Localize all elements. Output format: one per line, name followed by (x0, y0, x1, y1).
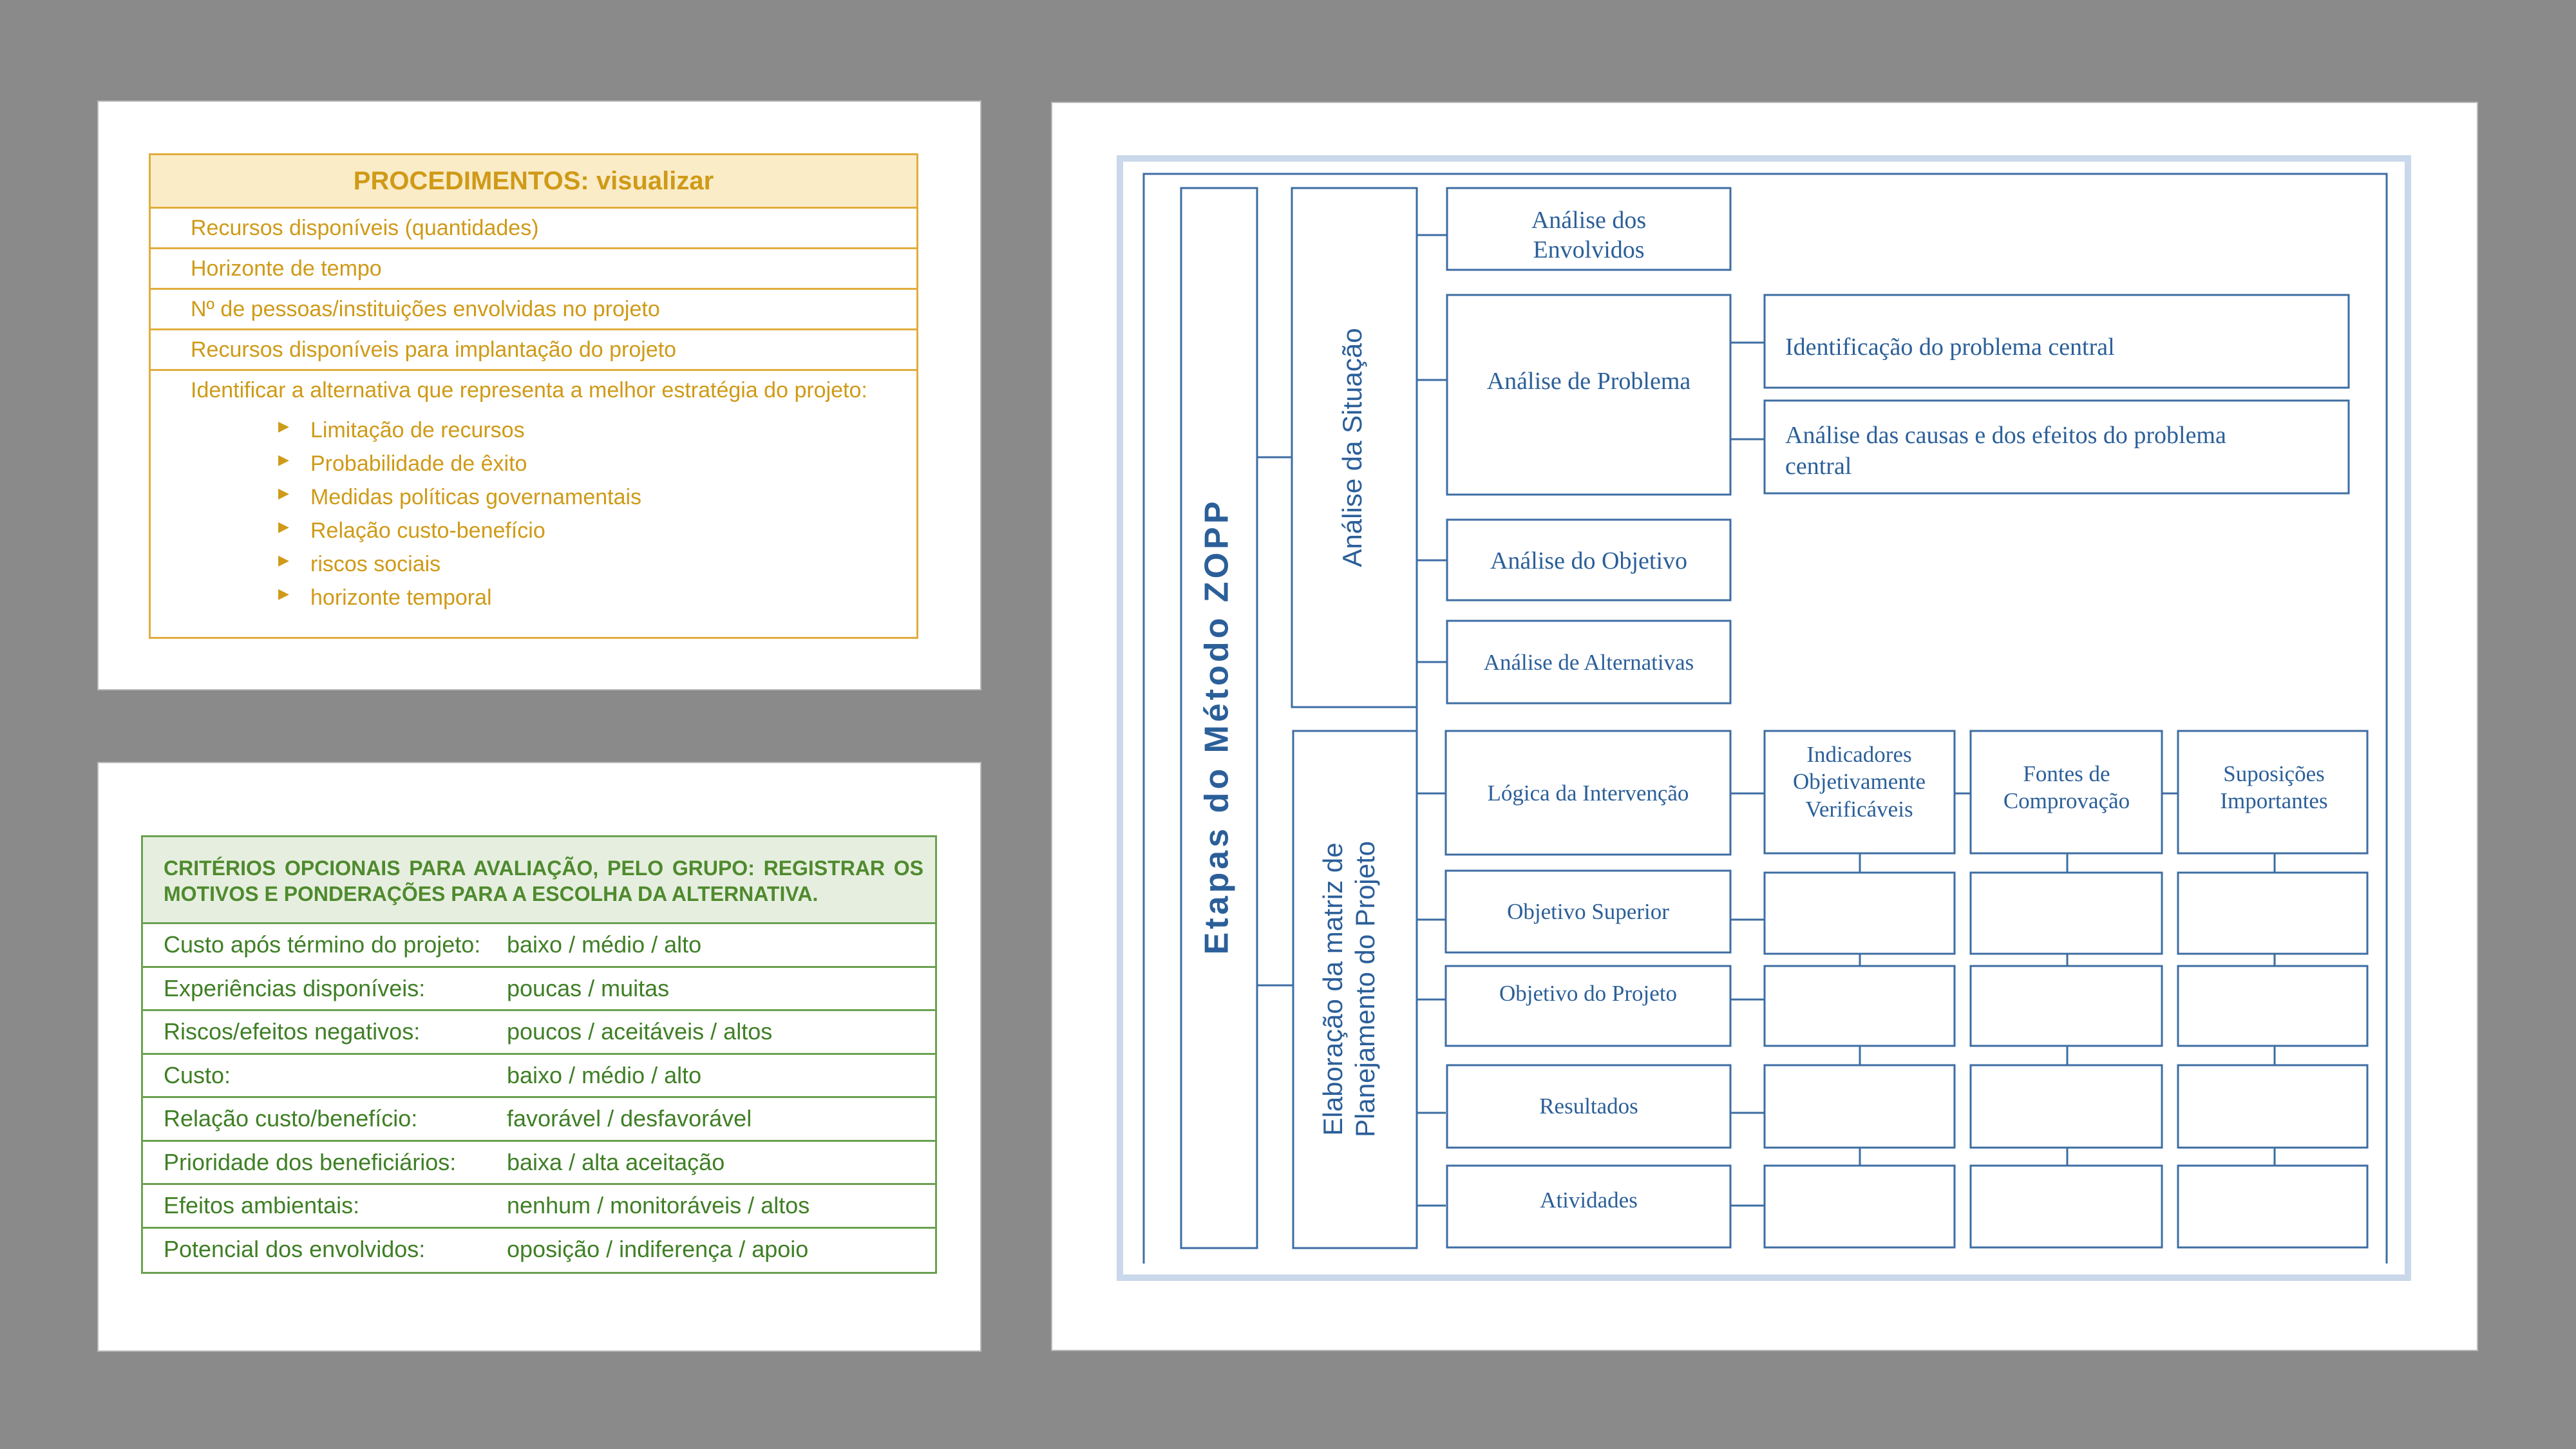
atividades-label: Atividades (1540, 1188, 1638, 1213)
indicadores-line-2: Objetivamente (1793, 769, 1926, 794)
criteria-title: CRITÉRIOS OPCIONAIS PARA AVALIAÇÃO, PELO… (143, 837, 935, 924)
suposicoes-line-2: Importantes (2220, 788, 2327, 813)
logica-intervencao-box (1444, 730, 1732, 856)
causas-efeitos-line-1: Análise das causas e dos efeitos do prob… (1785, 422, 2226, 449)
matrix-title-line-2: Planejamento do Projeto (1350, 841, 1380, 1137)
analise-envolvidos-line-1: Análise dos (1531, 207, 1646, 234)
fontes-line-1: Fontes de (2023, 761, 2110, 786)
matrix-box (1292, 730, 1418, 1249)
procedures-bullet-list: ▶Limitação de recursos ▶Probabilidade de… (191, 413, 916, 614)
zopp-slide: Etapas do Método ZOPP Análise da Situaçã… (1052, 103, 2477, 1350)
analise-alternativas-box (1446, 620, 1732, 705)
list-item: ▶Relação custo-benefício (278, 514, 916, 547)
objetivo-projeto-label: Objetivo do Projeto (1499, 981, 1677, 1006)
causas-efeitos-box (1763, 399, 2350, 495)
list-item: ▶Probabilidade de êxito (278, 447, 916, 480)
triangle-bullet-icon: ▶ (278, 451, 289, 468)
table-row: Efeitos ambientais: nenhum / monitoráveis… (143, 1185, 935, 1229)
table-row: Prioridade dos beneficiários: baixa / alt… (143, 1142, 935, 1185)
zopp-main-box (1180, 187, 1258, 1249)
causas-efeitos-line-2: central (1785, 453, 1852, 480)
criteria-value: favorável / desfavorável (507, 1105, 752, 1132)
list-item: ▶Limitação de recursos (278, 413, 916, 447)
analise-problema-label: Análise de Problema (1487, 368, 1691, 395)
criteria-label: Prioridade dos beneficiários: (164, 1148, 457, 1175)
resultados-label: Resultados (1539, 1094, 1638, 1119)
inner-frame (1142, 173, 2388, 1264)
objetivo-superior-box (1444, 869, 1732, 954)
criteria-value: baixo / médio / alto (507, 931, 702, 958)
triangle-bullet-icon: ▶ (278, 585, 289, 601)
matrix-title-line-1: Elaboração da matriz de (1318, 842, 1348, 1135)
matrix-empty-cells (1763, 871, 2369, 1249)
table-row: Experiências disponíveis: poucas / muitas (143, 968, 935, 1011)
analise-alternativas-label: Análise de Alternativas (1484, 650, 1694, 675)
objetivo-superior-label: Objetivo Superior (1507, 899, 1669, 924)
procedures-row: Recursos disponíveis para implantação do… (151, 330, 916, 371)
table-row: Relação custo/benefício: favorável / desf… (143, 1098, 935, 1142)
criteria-slide: CRITÉRIOS OPCIONAIS PARA AVALIAÇÃO, PELO… (99, 763, 980, 1350)
triangle-bullet-icon: ▶ (278, 418, 289, 434)
triangle-bullet-icon: ▶ (278, 552, 289, 568)
suposicoes-box (2177, 730, 2369, 855)
criteria-value: poucas / muitas (507, 974, 670, 1001)
procedures-row: Nº de pessoas/instituições envolvidas no… (151, 290, 916, 330)
table-row: Potencial dos envolvidos: oposição / indi… (143, 1229, 935, 1273)
logica-intervencao-label: Lógica da Intervenção (1488, 781, 1689, 806)
criteria-label: Potencial dos envolvidos: (164, 1235, 426, 1262)
procedures-slide: PROCEDIMENTOS: visualizar Recursos dispo… (99, 102, 980, 689)
criteria-label: Relação custo/benefício: (164, 1105, 418, 1132)
table-row: Custo após término do projeto: baixo / mé… (143, 924, 935, 968)
criteria-value: oposição / indiferença / apoio (507, 1235, 809, 1262)
analise-problema-box (1446, 294, 1732, 496)
fontes-line-2: Comprovação (2003, 788, 2130, 813)
procedures-alternative-block: Identificar a alternativa que representa… (151, 371, 916, 614)
problema-central-label: Identificação do problema central (1785, 334, 2115, 361)
procedures-title: PROCEDIMENTOS: visualizar (151, 155, 916, 209)
criteria-value: poucos / aceitáveis / altos (507, 1018, 773, 1045)
criteria-value: nenhum / monitoráveis / altos (507, 1192, 810, 1218)
criteria-value: baixa / alta aceitação (507, 1148, 725, 1175)
table-row: Custo: baixo / médio / alto (143, 1055, 935, 1098)
outer-frame (1117, 155, 2411, 1281)
problema-central-box (1763, 294, 2350, 389)
analise-envolvidos-box (1446, 187, 1732, 271)
procedures-alternative-heading: Identificar a alternativa que representa… (191, 378, 867, 402)
indicadores-line-1: Indicadores (1806, 742, 1911, 767)
criteria-label: Experiências disponíveis: (164, 974, 426, 1001)
suposicoes-line-1: Suposições (2223, 761, 2325, 786)
criteria-label: Custo após término do projeto: (164, 931, 481, 958)
analise-objetivo-label: Análise do Objetivo (1490, 547, 1687, 574)
list-item: ▶Medidas políticas governamentais (278, 480, 916, 514)
triangle-bullet-icon: ▶ (278, 485, 289, 501)
objetivo-projeto-box (1444, 965, 1732, 1047)
list-item: ▶horizonte temporal (278, 581, 916, 614)
analise-objetivo-box (1446, 518, 1732, 601)
list-item: ▶riscos sociais (278, 547, 916, 581)
situation-box (1291, 187, 1418, 708)
procedures-row: Recursos disponíveis (quantidades) (151, 209, 916, 249)
zopp-main-title: Etapas do Método ZOPP (1198, 498, 1236, 955)
criteria-value: baixo / médio / alto (507, 1061, 702, 1088)
atividades-box (1446, 1164, 1732, 1249)
criteria-label: Custo: (164, 1061, 231, 1088)
triangle-bullet-icon: ▶ (278, 518, 289, 535)
criteria-label: Riscos/efeitos negativos: (164, 1018, 421, 1045)
analise-envolvidos-line-2: Envolvidos (1533, 236, 1644, 263)
criteria-label: Efeitos ambientais: (164, 1192, 360, 1218)
situation-title: Análise da Situação (1337, 328, 1367, 567)
table-row: Riscos/efeitos negativos: poucos / aceitá… (143, 1011, 935, 1055)
criteria-table: CRITÉRIOS OPCIONAIS PARA AVALIAÇÃO, PELO… (141, 835, 937, 1274)
indicadores-box (1763, 730, 1956, 855)
zopp-diagram: Etapas do Método ZOPP Análise da Situaçã… (1117, 155, 2411, 1281)
fontes-box (1969, 730, 2163, 855)
procedures-table: PROCEDIMENTOS: visualizar Recursos dispo… (149, 153, 918, 639)
resultados-box (1446, 1064, 1732, 1149)
indicadores-line-3: Verificáveis (1805, 797, 1913, 822)
procedures-row: Horizonte de tempo (151, 249, 916, 290)
